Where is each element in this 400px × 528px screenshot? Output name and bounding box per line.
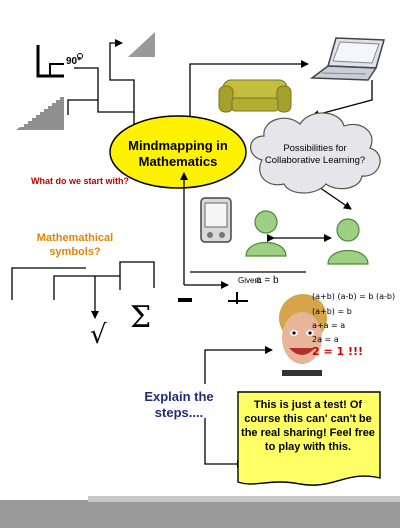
proof-conclusion: 2 = 1 !!! <box>312 345 364 358</box>
connectors-top-right <box>189 60 373 242</box>
cloud-icon <box>250 112 381 194</box>
question-start-label: What do we start with? <box>31 176 129 186</box>
partial-symbols <box>178 292 248 304</box>
explain-steps-label: Explain the steps.... <box>144 389 214 420</box>
person-icon <box>327 218 369 265</box>
connectors-bottom <box>204 346 273 468</box>
pda-icon <box>200 197 232 243</box>
proof-line: 2a = a <box>312 335 339 344</box>
laptop-icon <box>309 37 385 81</box>
note-text: This is just a test! Of course this can'… <box>241 399 375 453</box>
connectors-symbols <box>11 261 155 319</box>
connectors-middle <box>180 172 306 289</box>
central-topic-node[interactable] <box>109 115 247 189</box>
summation-symbol: Σ <box>130 300 152 335</box>
central-topic-label: Mindmapping in Mathematics <box>128 138 228 169</box>
right-angle-icon <box>36 45 64 78</box>
sofa-icon <box>218 79 292 113</box>
proof-line: (a+b) = b <box>312 307 352 316</box>
given-label: Given: <box>238 276 262 285</box>
proof-line: a+a = a <box>312 321 346 330</box>
angle-label: 90° <box>66 56 82 67</box>
bottom-strip <box>0 496 400 528</box>
square-root-symbol: √ <box>90 320 107 350</box>
person-icon <box>245 210 287 257</box>
ramp-icon <box>128 32 155 57</box>
stairs-icon <box>16 97 64 130</box>
given-equation: a = b <box>256 275 279 286</box>
question-symbols-label: Mathemathical symbols? <box>36 232 114 258</box>
note-shape <box>237 391 381 486</box>
collaboration-label: Possibilities for Collaborative Learning… <box>264 143 366 166</box>
proof-line: (a+b) (a-b) = b (a-b) <box>312 292 396 301</box>
caricature-photo <box>275 290 400 376</box>
degree-circle <box>77 53 83 59</box>
